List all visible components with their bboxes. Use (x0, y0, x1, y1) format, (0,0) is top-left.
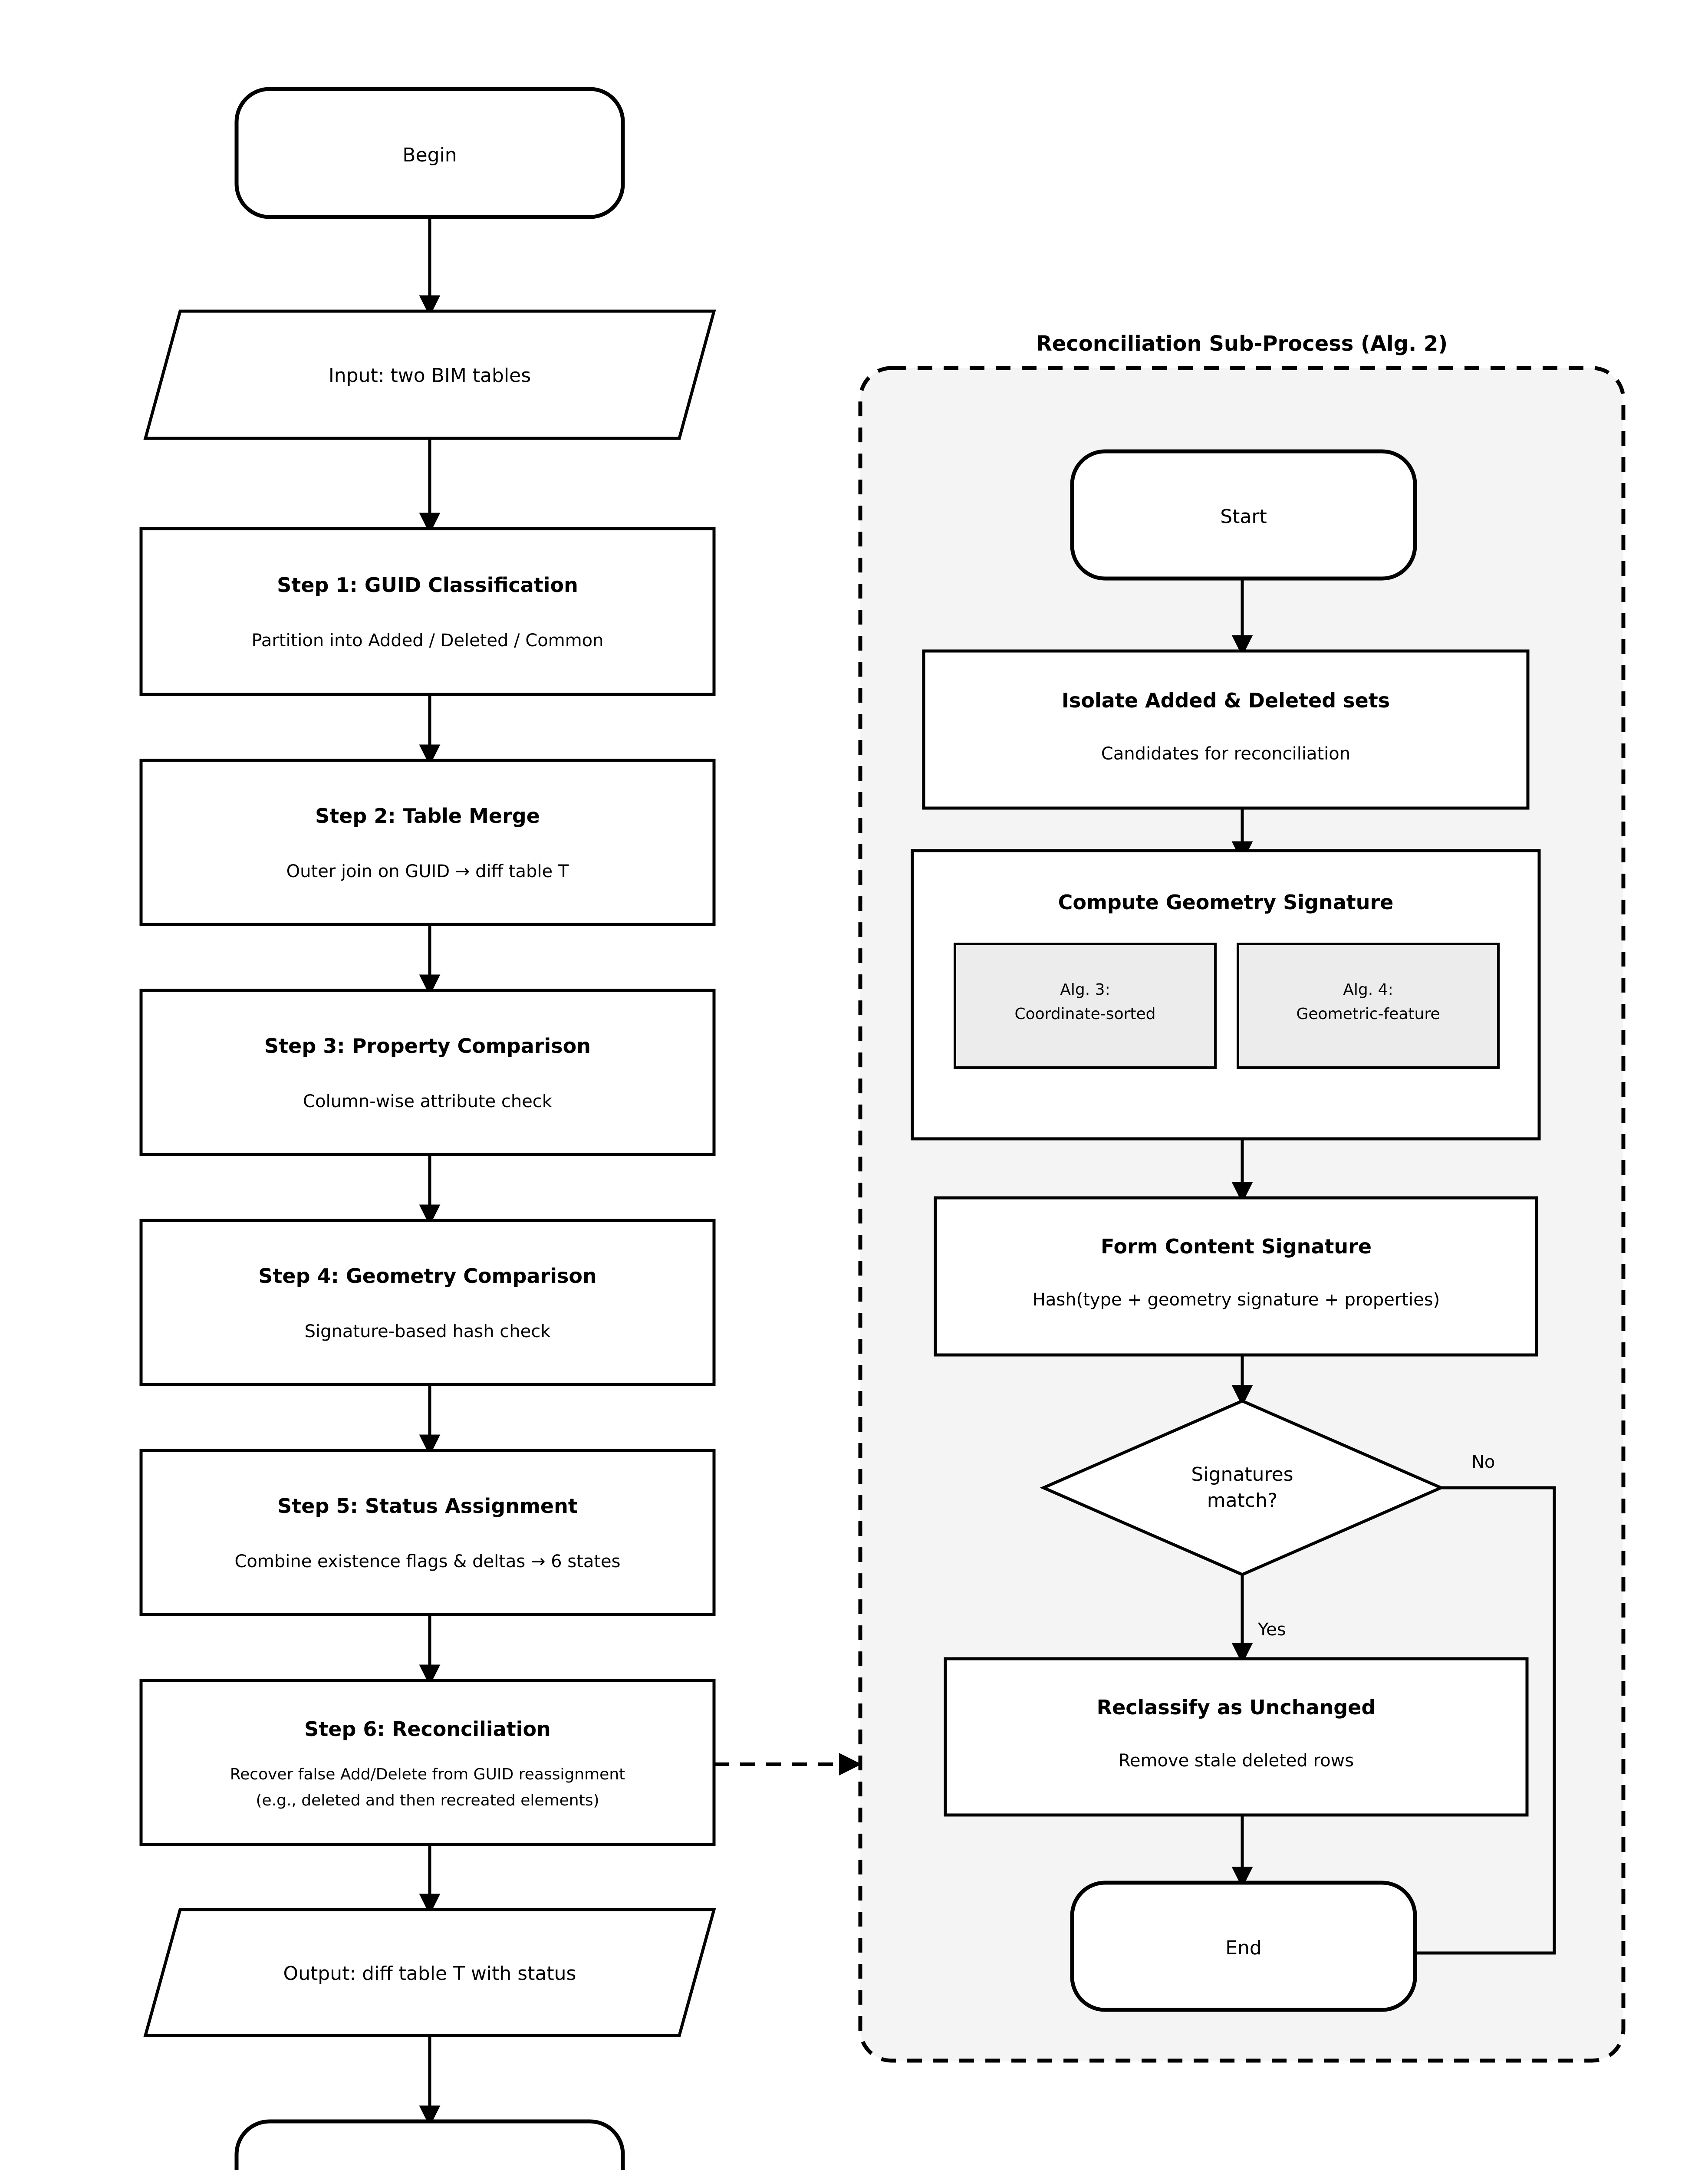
node-isolate-sets-title: Isolate Added & Deleted sets (1062, 689, 1390, 712)
node-subprocess-end-label: End (1225, 1937, 1262, 1959)
node-begin-label: Begin (402, 144, 457, 166)
node-step-5-title: Step 5: Status Assignment (277, 1494, 578, 1518)
node-step-4-subtitle: Signature-based hash check (305, 1322, 551, 1341)
node-input[interactable]: Input: two BIM tables (143, 309, 716, 440)
alg-box-geometric-feature[interactable]: Alg. 4: Geometric-feature (1237, 943, 1500, 1069)
node-step-6-subtitle-2: (e.g., deleted and then recreated elemen… (256, 1792, 599, 1809)
node-step-2-title: Step 2: Table Merge (315, 804, 540, 828)
node-decision-line1: Signatures (1191, 1463, 1293, 1486)
node-begin[interactable]: Begin (234, 87, 625, 219)
alg-box-coordinate-sorted-line1: Alg. 3: (1060, 981, 1110, 999)
alg-box-coordinate-sorted[interactable]: Alg. 3: Coordinate-sorted (954, 943, 1217, 1069)
main-flow-edges (419, 217, 862, 2127)
node-subprocess-end[interactable]: End (1070, 1881, 1417, 2012)
node-form-content-signature[interactable]: Form Content Signature Hash(type + geome… (934, 1196, 1538, 1357)
node-subprocess-start[interactable]: Start (1070, 449, 1417, 581)
node-decision-signatures-match[interactable]: Signatures match? (1040, 1399, 1445, 1576)
alg-box-geometric-feature-line1: Alg. 4: (1343, 981, 1393, 999)
node-form-content-signature-title: Form Content Signature (1101, 1235, 1372, 1258)
decision-no-label: No (1471, 1452, 1495, 1472)
node-isolate-sets[interactable]: Isolate Added & Deleted sets Candidates … (922, 649, 1530, 810)
node-compute-geometry-signature[interactable]: Compute Geometry Signature Alg. 3: Coord… (911, 849, 1541, 1141)
node-reclassify-unchanged-title: Reclassify as Unchanged (1097, 1696, 1376, 1719)
node-reclassify-unchanged-subtitle: Remove stale deleted rows (1119, 1751, 1354, 1771)
node-step-3-subtitle: Column-wise attribute check (303, 1092, 553, 1111)
node-step-6-subtitle: Recover false Add/Delete from GUID reass… (230, 1766, 625, 1783)
node-step-1-title: Step 1: GUID Classification (277, 573, 578, 597)
alg-box-coordinate-sorted-line2: Coordinate-sorted (1014, 1005, 1155, 1023)
node-output-label: Output: diff table T with status (283, 1963, 576, 1985)
node-step-3-title: Step 3: Property Comparison (264, 1034, 591, 1058)
node-step-4-title: Step 4: Geometry Comparison (258, 1264, 596, 1288)
node-form-content-signature-subtitle: Hash(type + geometry signature + propert… (1033, 1290, 1440, 1310)
node-step-1-subtitle: Partition into Added / Deleted / Common (252, 631, 604, 651)
subprocess-edges (1231, 579, 1556, 1964)
node-isolate-sets-subtitle: Candidates for reconciliation (1101, 744, 1350, 764)
node-end-main[interactable]: End (234, 2119, 625, 2170)
alg-box-geometric-feature-line2: Geometric-feature (1297, 1005, 1440, 1023)
node-subprocess-start-label: Start (1220, 506, 1267, 528)
node-step-2-subtitle: Outer join on GUID → diff table T (286, 861, 569, 881)
node-reclassify-unchanged[interactable]: Reclassify as Unchanged Remove stale del… (944, 1657, 1529, 1817)
node-step-6[interactable]: Step 6: Reconciliation Recover false Add… (139, 1679, 716, 1846)
node-step-1[interactable]: Step 1: GUID Classification Partition in… (139, 527, 716, 696)
node-input-label: Input: two BIM tables (329, 365, 531, 387)
node-step-2[interactable]: Step 2: Table Merge Outer join on GUID →… (139, 759, 716, 926)
node-step-5-subtitle: Combine existence flags & deltas → 6 sta… (234, 1552, 620, 1572)
edge-decision-no-end (1344, 1486, 1556, 1964)
decision-yes-label: Yes (1257, 1620, 1286, 1640)
subprocess-title: Reconciliation Sub-Process (Alg. 2) (1036, 332, 1448, 356)
node-compute-geometry-signature-title: Compute Geometry Signature (1058, 891, 1394, 914)
node-step-3[interactable]: Step 3: Property Comparison Column-wise … (139, 989, 716, 1156)
node-step-4[interactable]: Step 4: Geometry Comparison Signature-ba… (139, 1219, 716, 1386)
node-output[interactable]: Output: diff table T with status (143, 1908, 716, 2037)
node-step-6-title: Step 6: Reconciliation (304, 1717, 551, 1741)
node-step-5[interactable]: Step 5: Status Assignment Combine existe… (139, 1449, 716, 1616)
node-decision-line2: match? (1207, 1489, 1278, 1512)
